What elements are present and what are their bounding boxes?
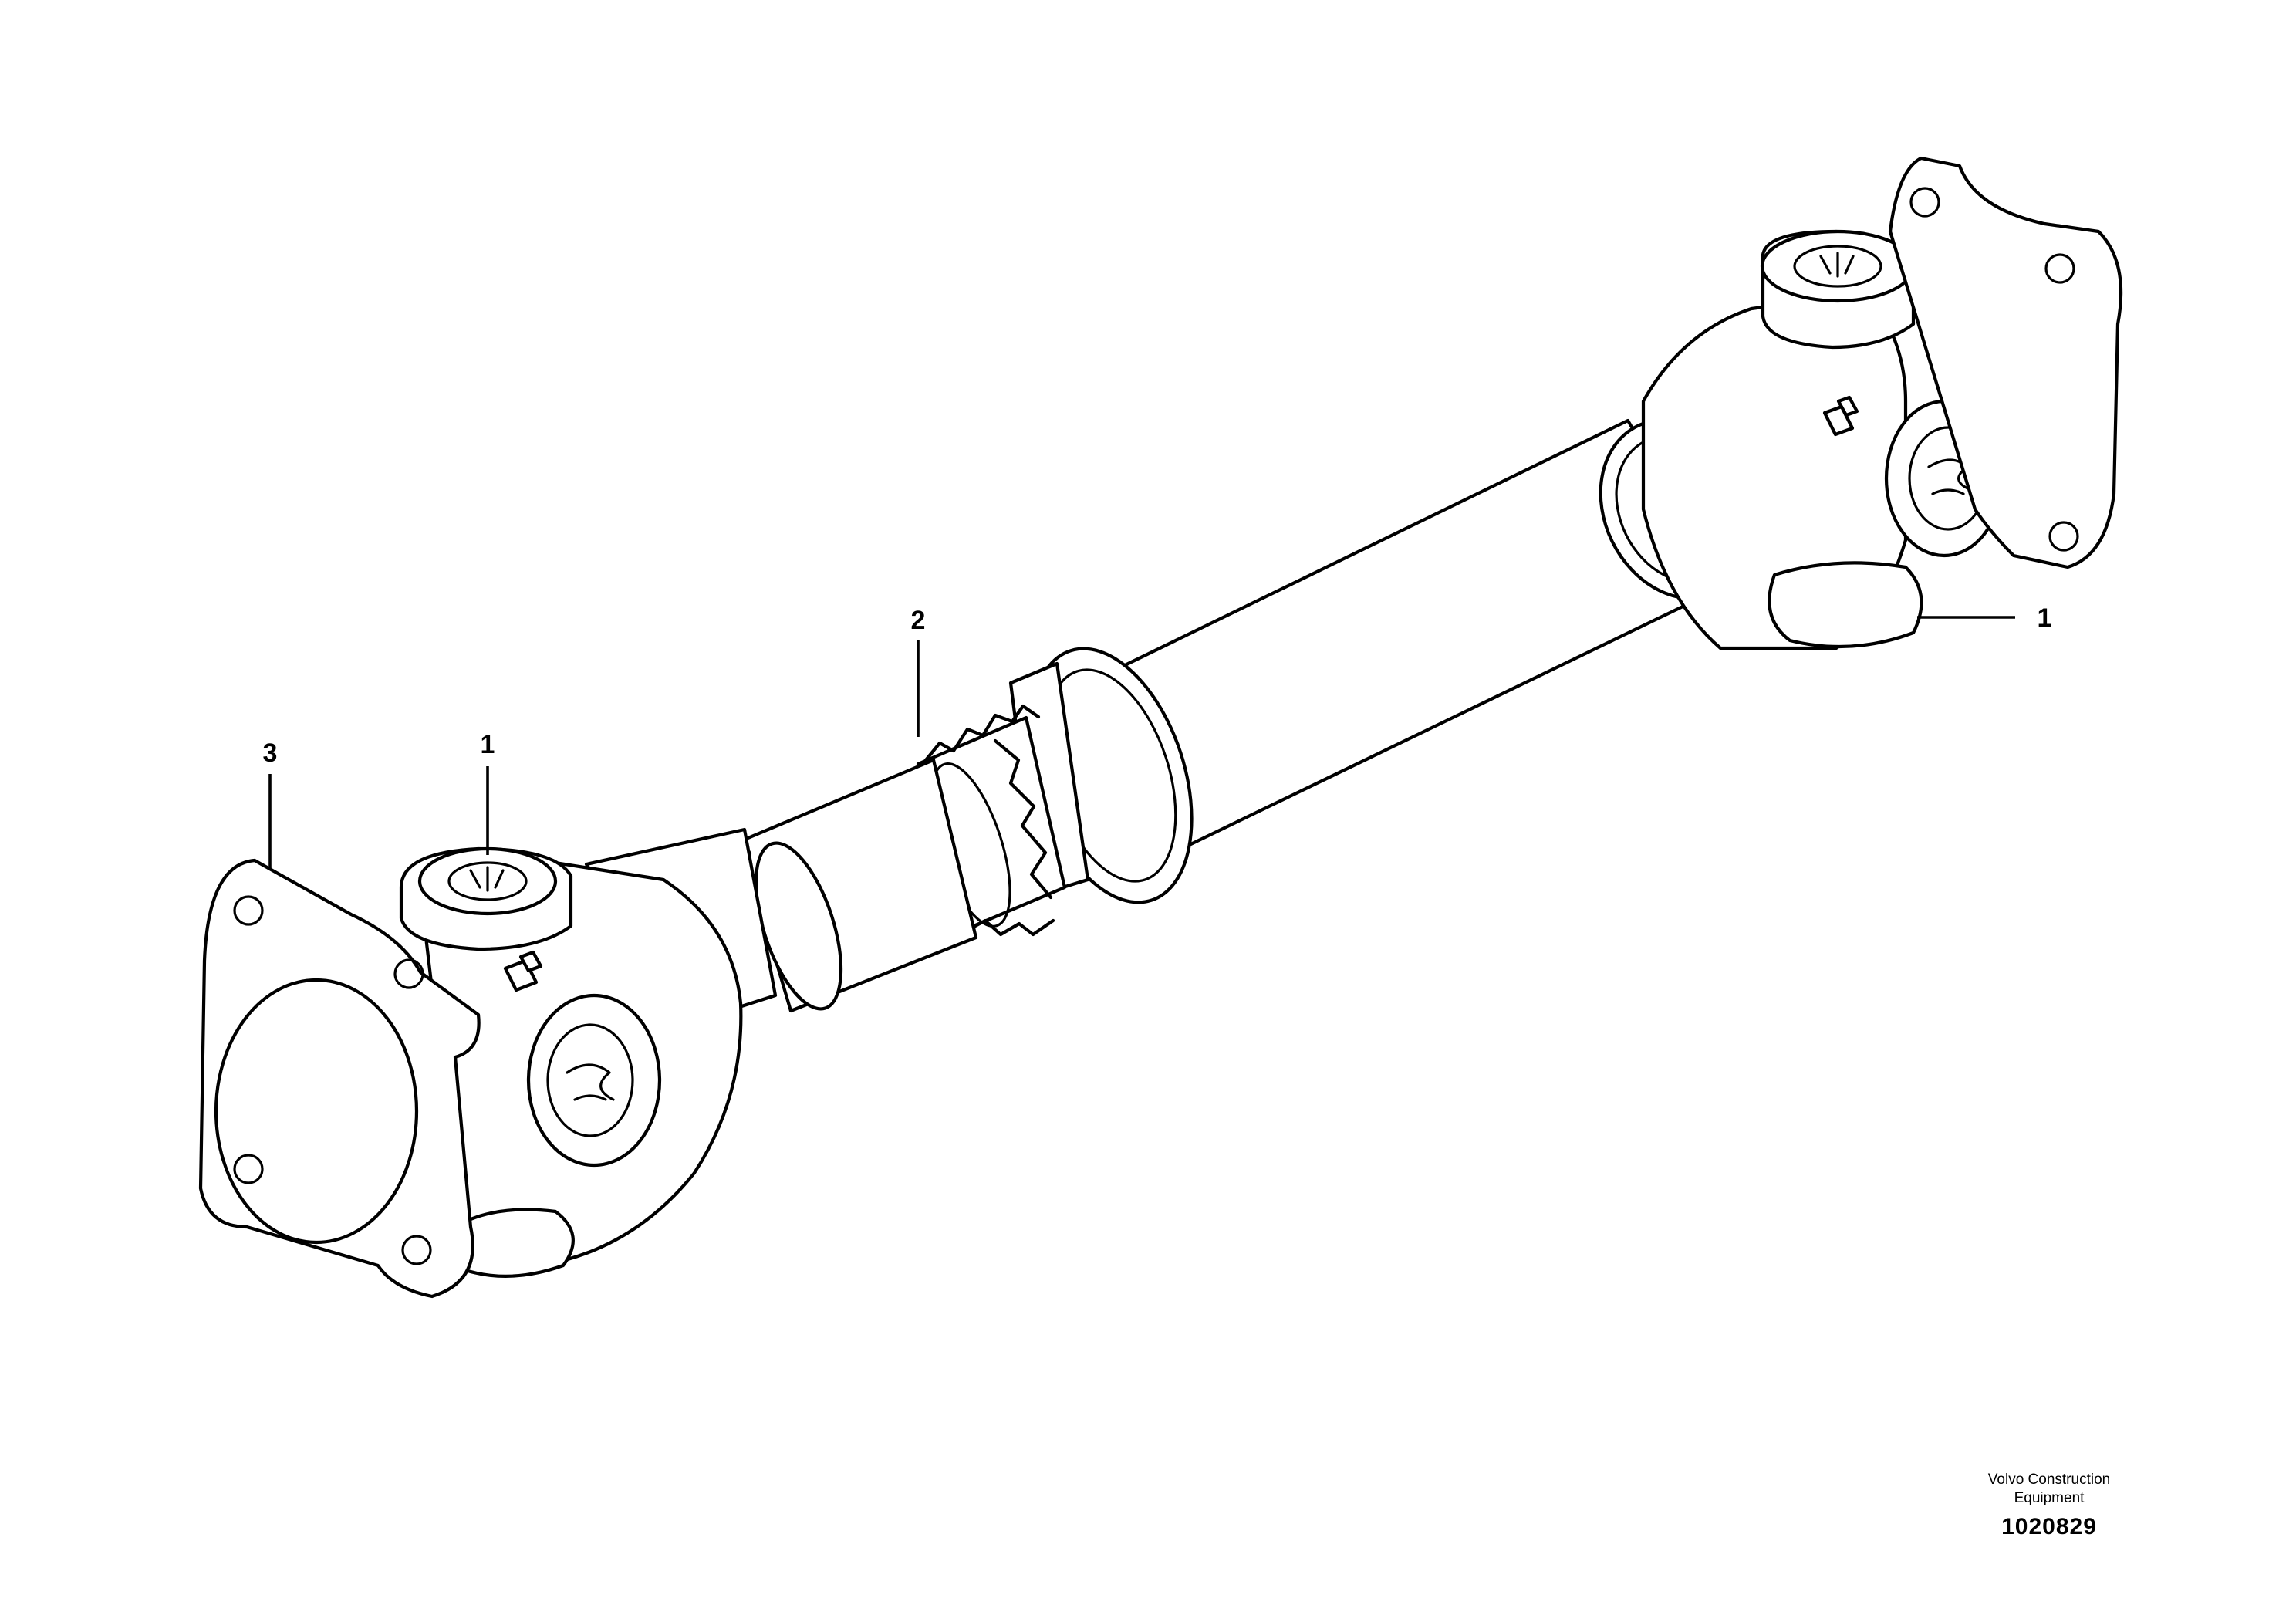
- rear-universal-joint: [1641, 229, 2004, 650]
- manufacturer-line-1: Volvo Construction: [1987, 1472, 2111, 1488]
- front-flange: [198, 858, 481, 1299]
- callout-1-front: 1: [481, 730, 495, 855]
- rear-flange: [1888, 156, 2123, 569]
- svg-text:1: 1: [2038, 603, 2052, 633]
- callout-3: 3: [263, 738, 278, 870]
- svg-text:3: 3: [263, 738, 278, 768]
- callout-2: 2: [911, 606, 926, 737]
- svg-text:2: 2: [911, 606, 926, 635]
- drawing-number: 1020829: [2001, 1514, 2097, 1539]
- manufacturer-label: Volvo Construction Equipment: [1933, 1471, 2165, 1508]
- svg-text:1: 1: [481, 730, 495, 759]
- callout-1-rear: 1: [1917, 603, 2051, 633]
- intermediate-tube: [738, 758, 978, 1013]
- front-universal-joint: [399, 846, 743, 1278]
- manufacturer-line-2: Equipment: [2014, 1490, 2085, 1506]
